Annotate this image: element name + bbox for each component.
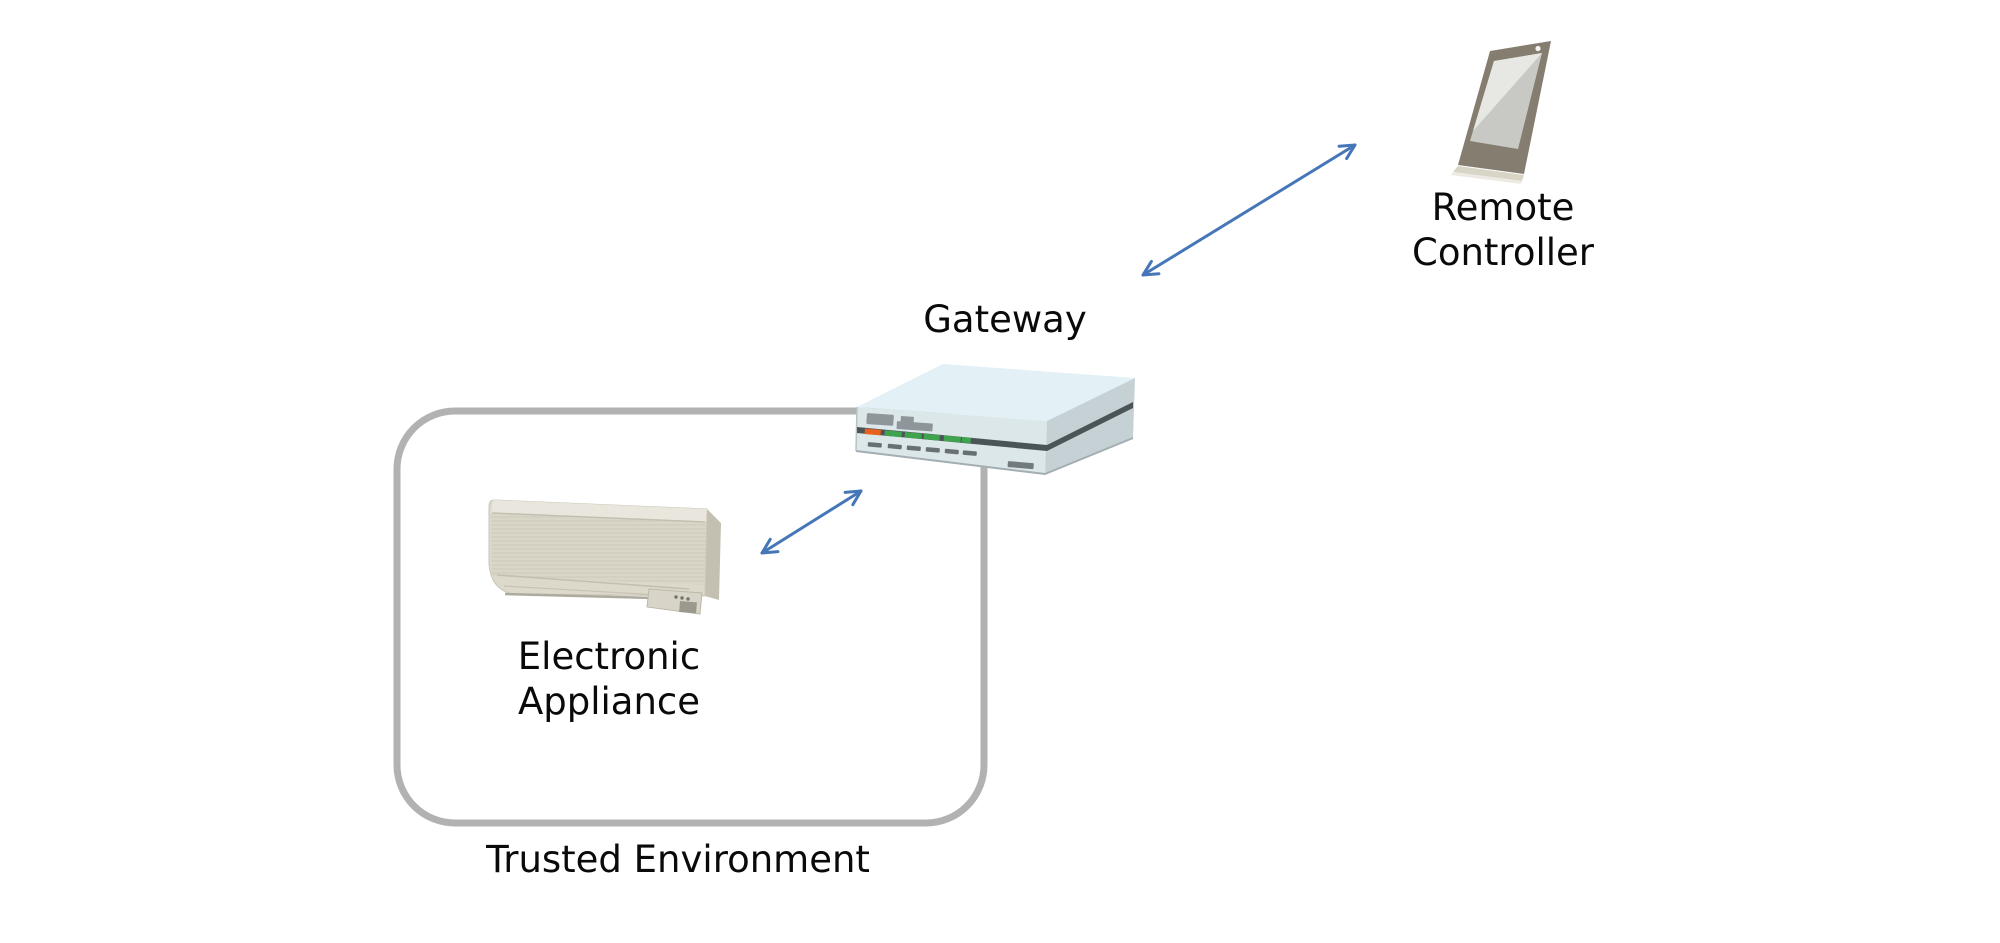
remote-controller-label: Remote Controller bbox=[1303, 185, 1703, 275]
trusted-environment-label-text: Trusted Environment bbox=[486, 838, 870, 881]
electronic-appliance-label-line1: Electronic bbox=[517, 635, 701, 678]
electronic-appliance-label: Electronic Appliance bbox=[409, 634, 809, 724]
trusted-environment-boundary bbox=[393, 407, 988, 827]
electronic-appliance-label-line2: Appliance bbox=[517, 680, 701, 723]
trusted-environment-label: Trusted Environment bbox=[478, 837, 878, 882]
gateway-label-text: Gateway bbox=[923, 298, 1087, 341]
router-icon bbox=[855, 364, 1135, 476]
arrow-gateway-remote bbox=[1141, 143, 1357, 277]
remote-controller-label-line2: Controller bbox=[1411, 231, 1594, 274]
air-conditioner-icon bbox=[488, 499, 721, 615]
remote-controller-label-line1: Remote bbox=[1431, 186, 1575, 229]
gateway-label: Gateway bbox=[805, 297, 1205, 342]
smartphone-icon bbox=[1451, 41, 1551, 184]
arrow-appliance-gateway bbox=[760, 489, 863, 555]
